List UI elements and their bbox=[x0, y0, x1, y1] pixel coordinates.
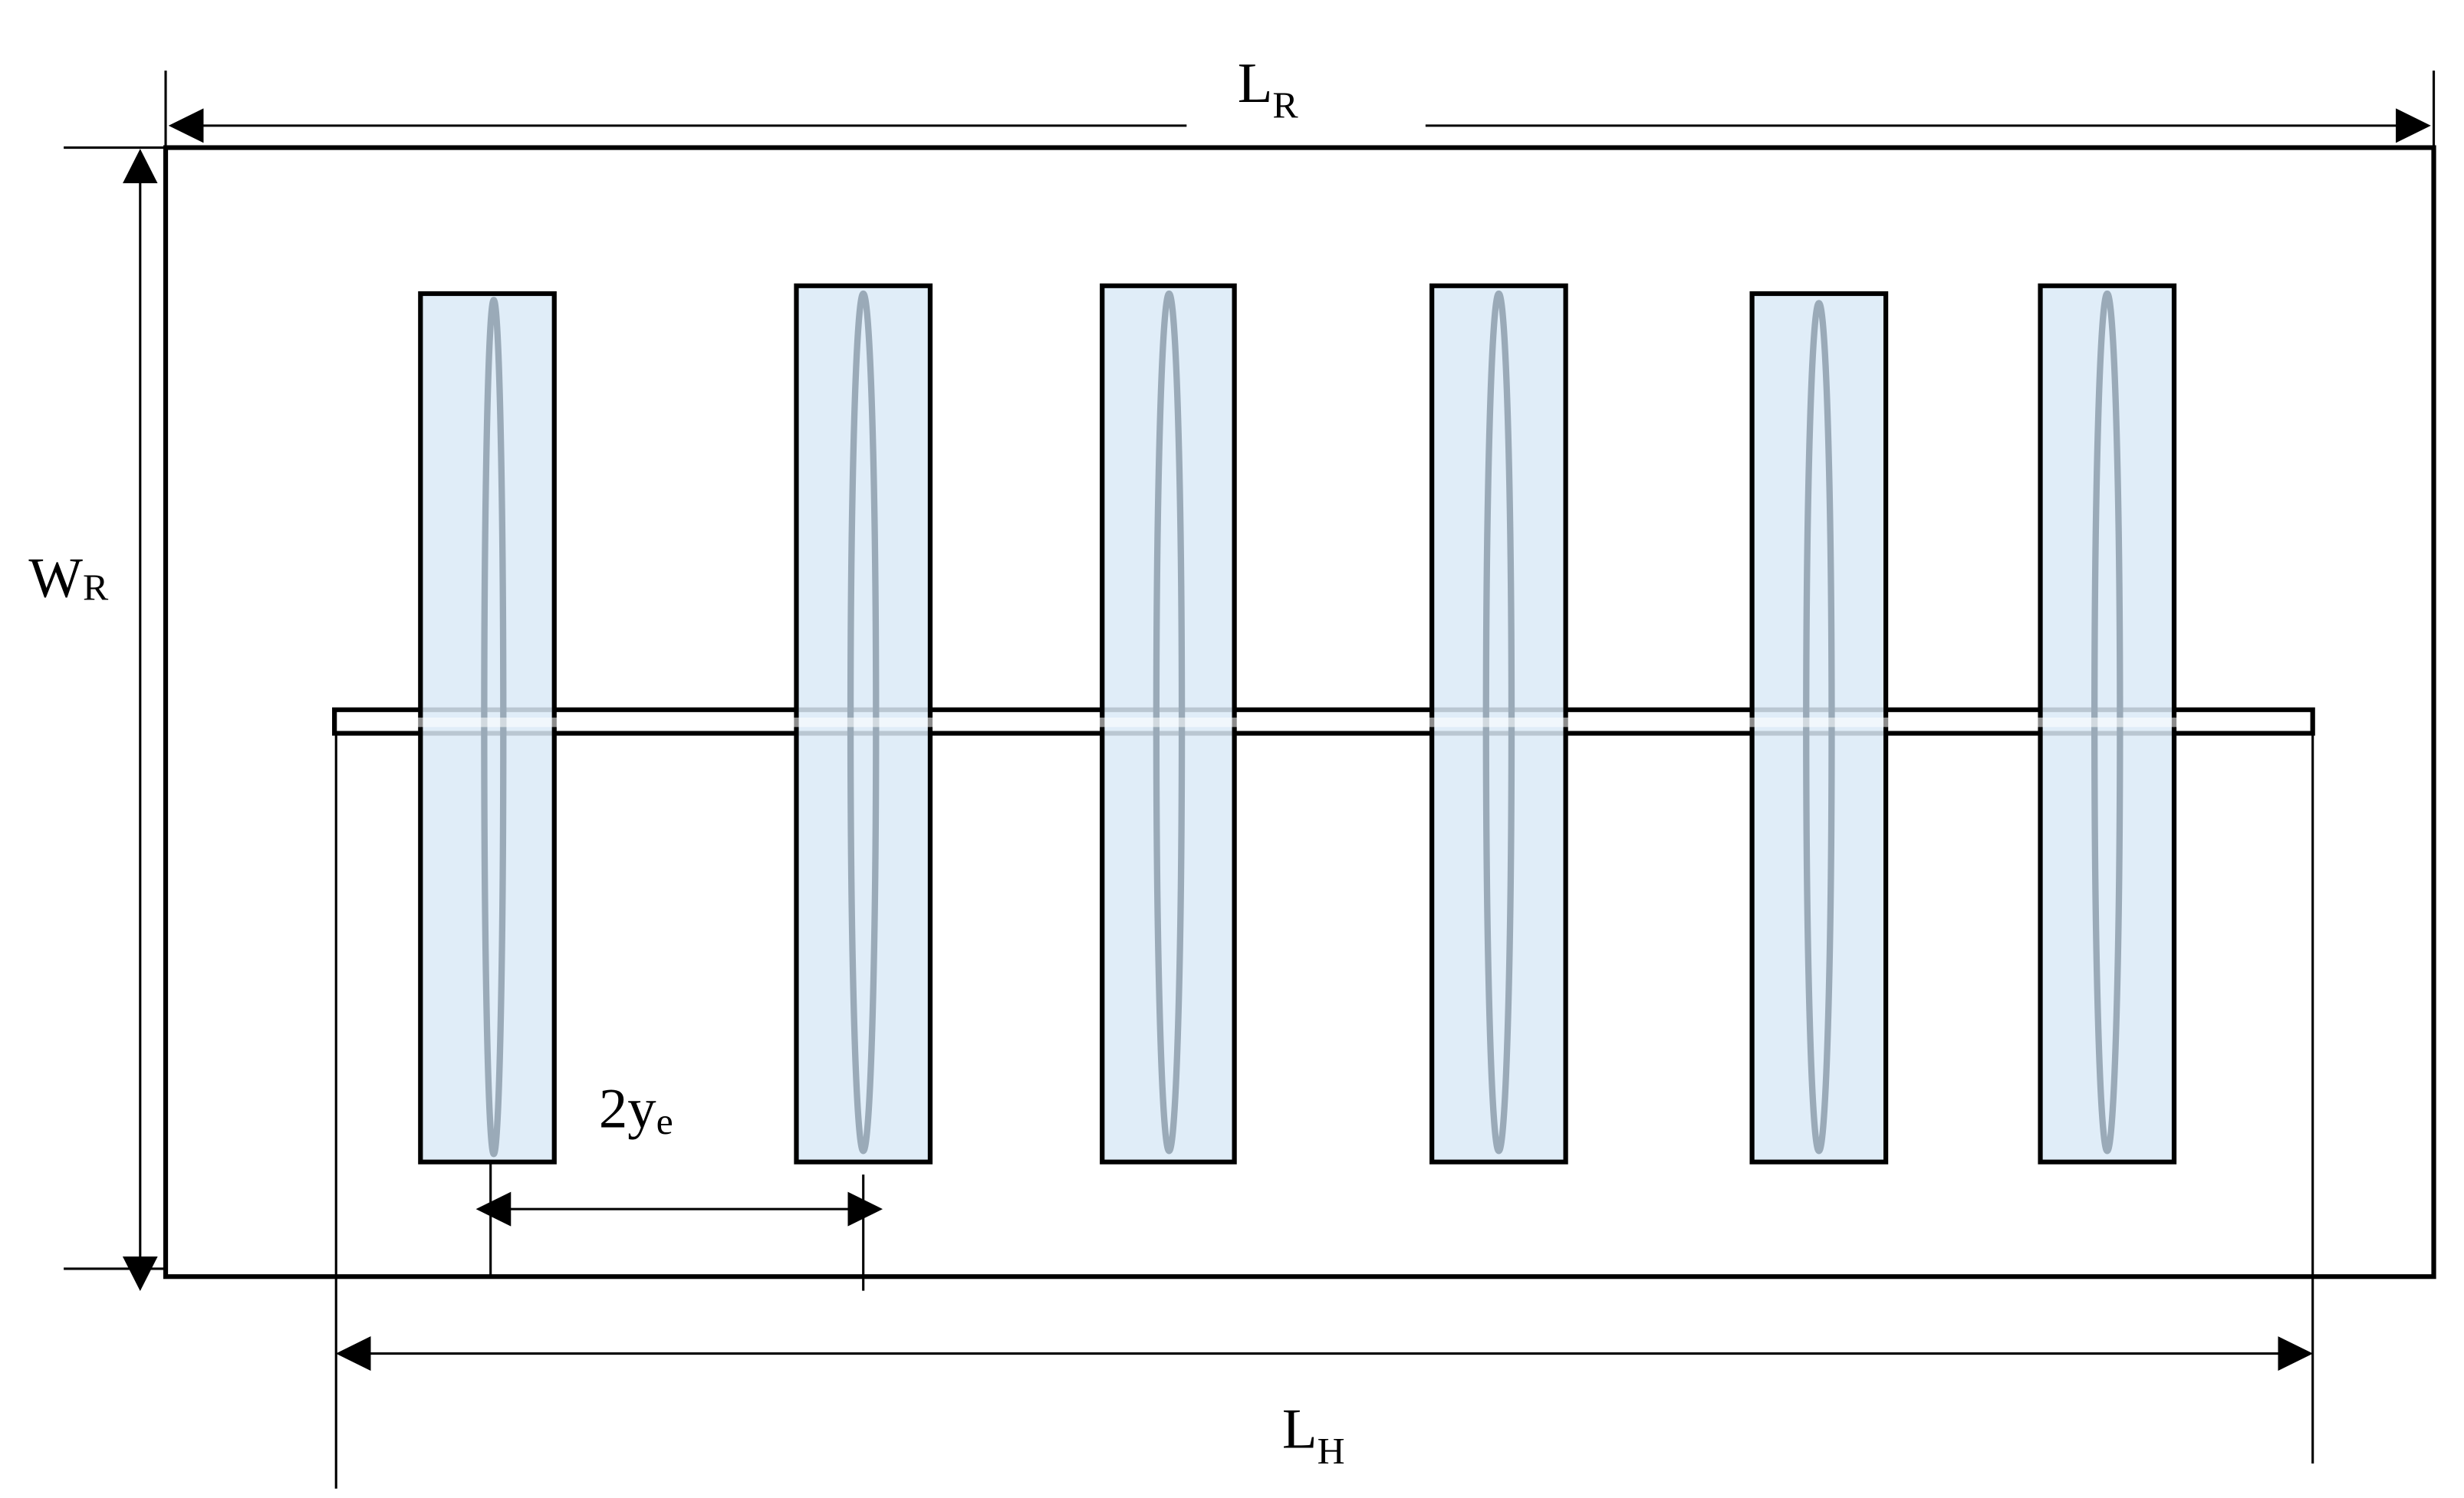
reservoir-width-label: WR bbox=[28, 547, 108, 609]
fracture-rect bbox=[1749, 291, 1889, 1165]
fracture-zone-5 bbox=[1749, 291, 1889, 1165]
fracture-spacing-dimension: 2ye bbox=[475, 1078, 883, 1291]
reservoir-length-dimension: LR bbox=[164, 53, 2436, 148]
label-mask bbox=[18, 517, 137, 621]
fracture-zone-1 bbox=[418, 291, 557, 1165]
reservoir-width-dimension: WR bbox=[18, 146, 166, 1292]
fracture-spacing-label: 2ye bbox=[599, 1078, 673, 1142]
wellbore-length-label: LH bbox=[1282, 1398, 1345, 1472]
reservoir-length-label: LR bbox=[1238, 53, 1298, 126]
wellbore-length-dimension: LH bbox=[334, 733, 2314, 1489]
reservoir-boundary bbox=[163, 145, 2436, 1280]
label-mask bbox=[1186, 56, 1426, 129]
